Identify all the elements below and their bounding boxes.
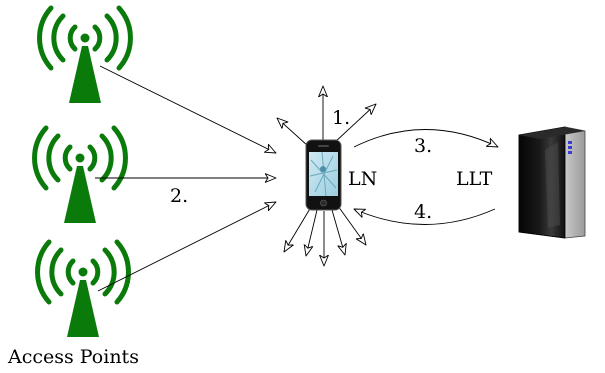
- step-1-label: 1.: [332, 107, 350, 129]
- arrow-server-to-node: [354, 209, 496, 225]
- step-4-label: 4.: [414, 201, 432, 223]
- node-label: LN: [348, 168, 377, 190]
- step-2-label: 2.: [170, 185, 188, 207]
- broadcast-arrow: [277, 118, 309, 147]
- ap-signal-arrows: [95, 65, 276, 292]
- smartphone-icon: [305, 139, 342, 211]
- access-point-1: [37, 5, 133, 103]
- node-server-exchange: [353, 129, 498, 225]
- wifi-access-point-icon: [35, 239, 131, 337]
- access-points-caption: Access Points: [7, 346, 139, 368]
- broadcast-arrows: [277, 86, 376, 266]
- broadcast-arrow: [337, 205, 366, 245]
- wifi-access-point-icon: [37, 5, 133, 103]
- access-point-3: [35, 239, 131, 337]
- access-point-2: [32, 125, 128, 223]
- broadcast-arrow: [306, 209, 318, 256]
- arrow-node-to-server: [353, 129, 498, 148]
- arrow-ap3-to-node: [97, 202, 276, 292]
- broadcast-arrow: [333, 104, 376, 144]
- step-3-label: 3.: [414, 135, 432, 157]
- server-label: LLT: [456, 168, 493, 190]
- arrow-ap1-to-node: [99, 65, 276, 153]
- wifi-access-point-icon: [32, 125, 128, 223]
- broadcast-arrow: [284, 206, 312, 252]
- broadcast-arrow: [331, 209, 345, 255]
- server-tower-icon: [518, 126, 586, 239]
